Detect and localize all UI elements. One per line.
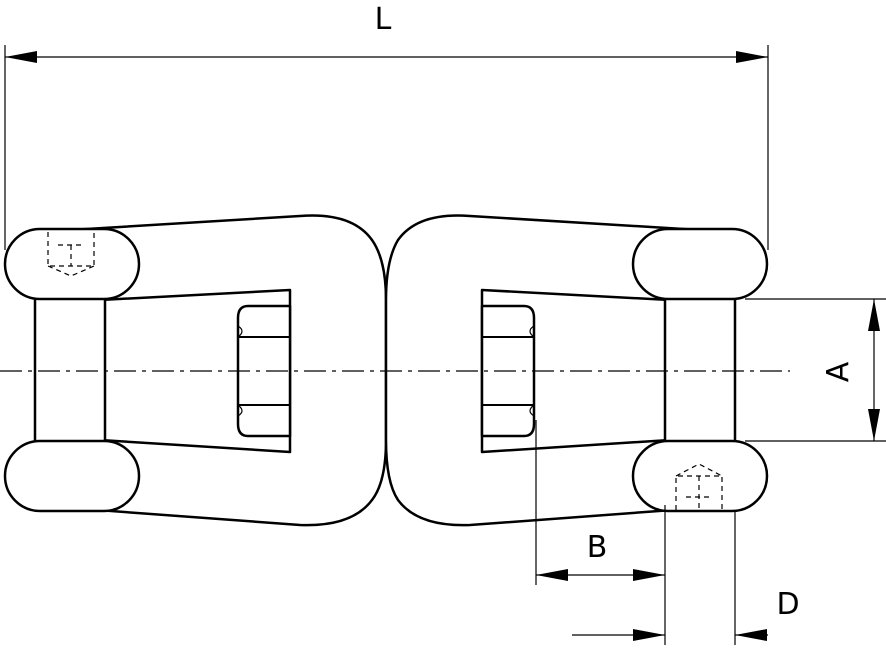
dimension-L: L xyxy=(5,2,768,63)
dimension-label-A: A xyxy=(821,361,856,382)
left-hex-nut xyxy=(236,304,292,438)
right-pin xyxy=(663,288,737,452)
dimension-label-B: B xyxy=(587,530,608,565)
left-upper-boss xyxy=(3,227,141,301)
left-pin xyxy=(33,288,107,452)
dimension-D: D xyxy=(572,511,800,645)
left-lower-boss xyxy=(3,439,141,513)
dimension-B: B xyxy=(535,420,666,585)
right-eye-half xyxy=(384,214,769,527)
dimension-label-L: L xyxy=(375,2,392,37)
dimension-A: A xyxy=(745,298,886,442)
left-eye-half xyxy=(3,214,388,527)
right-upper-boss xyxy=(631,227,769,301)
dimension-label-D: D xyxy=(776,587,799,622)
